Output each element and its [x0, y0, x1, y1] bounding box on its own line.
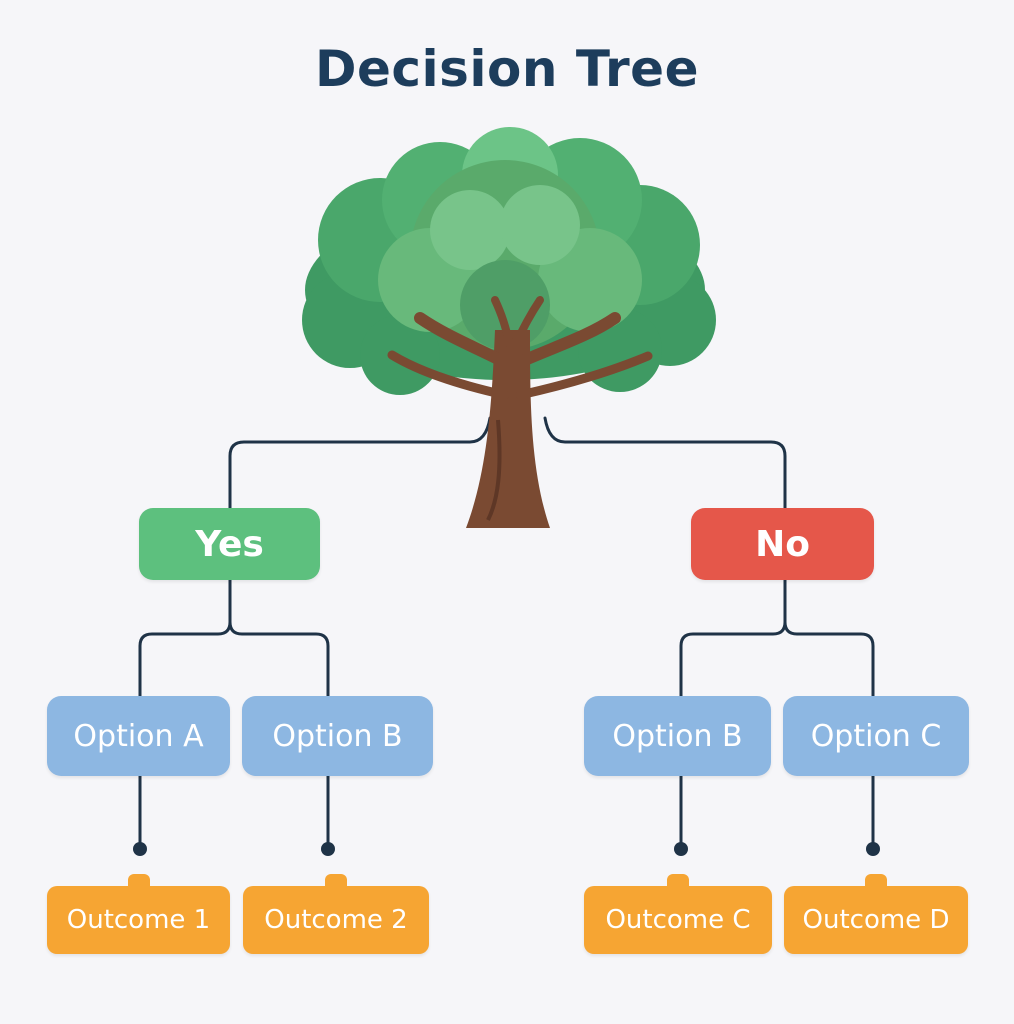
yes-node: Yes — [139, 508, 320, 580]
connector-dots — [133, 842, 880, 856]
connector-dot — [866, 842, 880, 856]
connector-dot — [133, 842, 147, 856]
connector-dot — [674, 842, 688, 856]
tree-foliage — [302, 127, 716, 395]
connector-root-yes — [228, 416, 492, 510]
page-title: Decision Tree — [314, 40, 700, 98]
tree-icon — [302, 127, 716, 528]
outcome-node-2: Outcome 2 — [243, 874, 429, 954]
connector-no-options — [679, 576, 875, 700]
connector-dot — [321, 842, 335, 856]
option-node-yes-1: Option A — [47, 696, 230, 776]
outcome-node-c: Outcome C — [584, 874, 772, 954]
connectors — [138, 416, 875, 850]
outcome-node-d: Outcome D — [784, 874, 968, 954]
option-node-no-1: Option B — [584, 696, 771, 776]
connector-yes-options — [138, 576, 330, 700]
tree-trunk — [387, 296, 653, 528]
option-node-yes-2: Option B — [242, 696, 433, 776]
option-node-no-2: Option C — [783, 696, 969, 776]
connector-root-no — [543, 416, 787, 510]
outcome-node-1: Outcome 1 — [47, 874, 230, 954]
no-node: No — [691, 508, 874, 580]
